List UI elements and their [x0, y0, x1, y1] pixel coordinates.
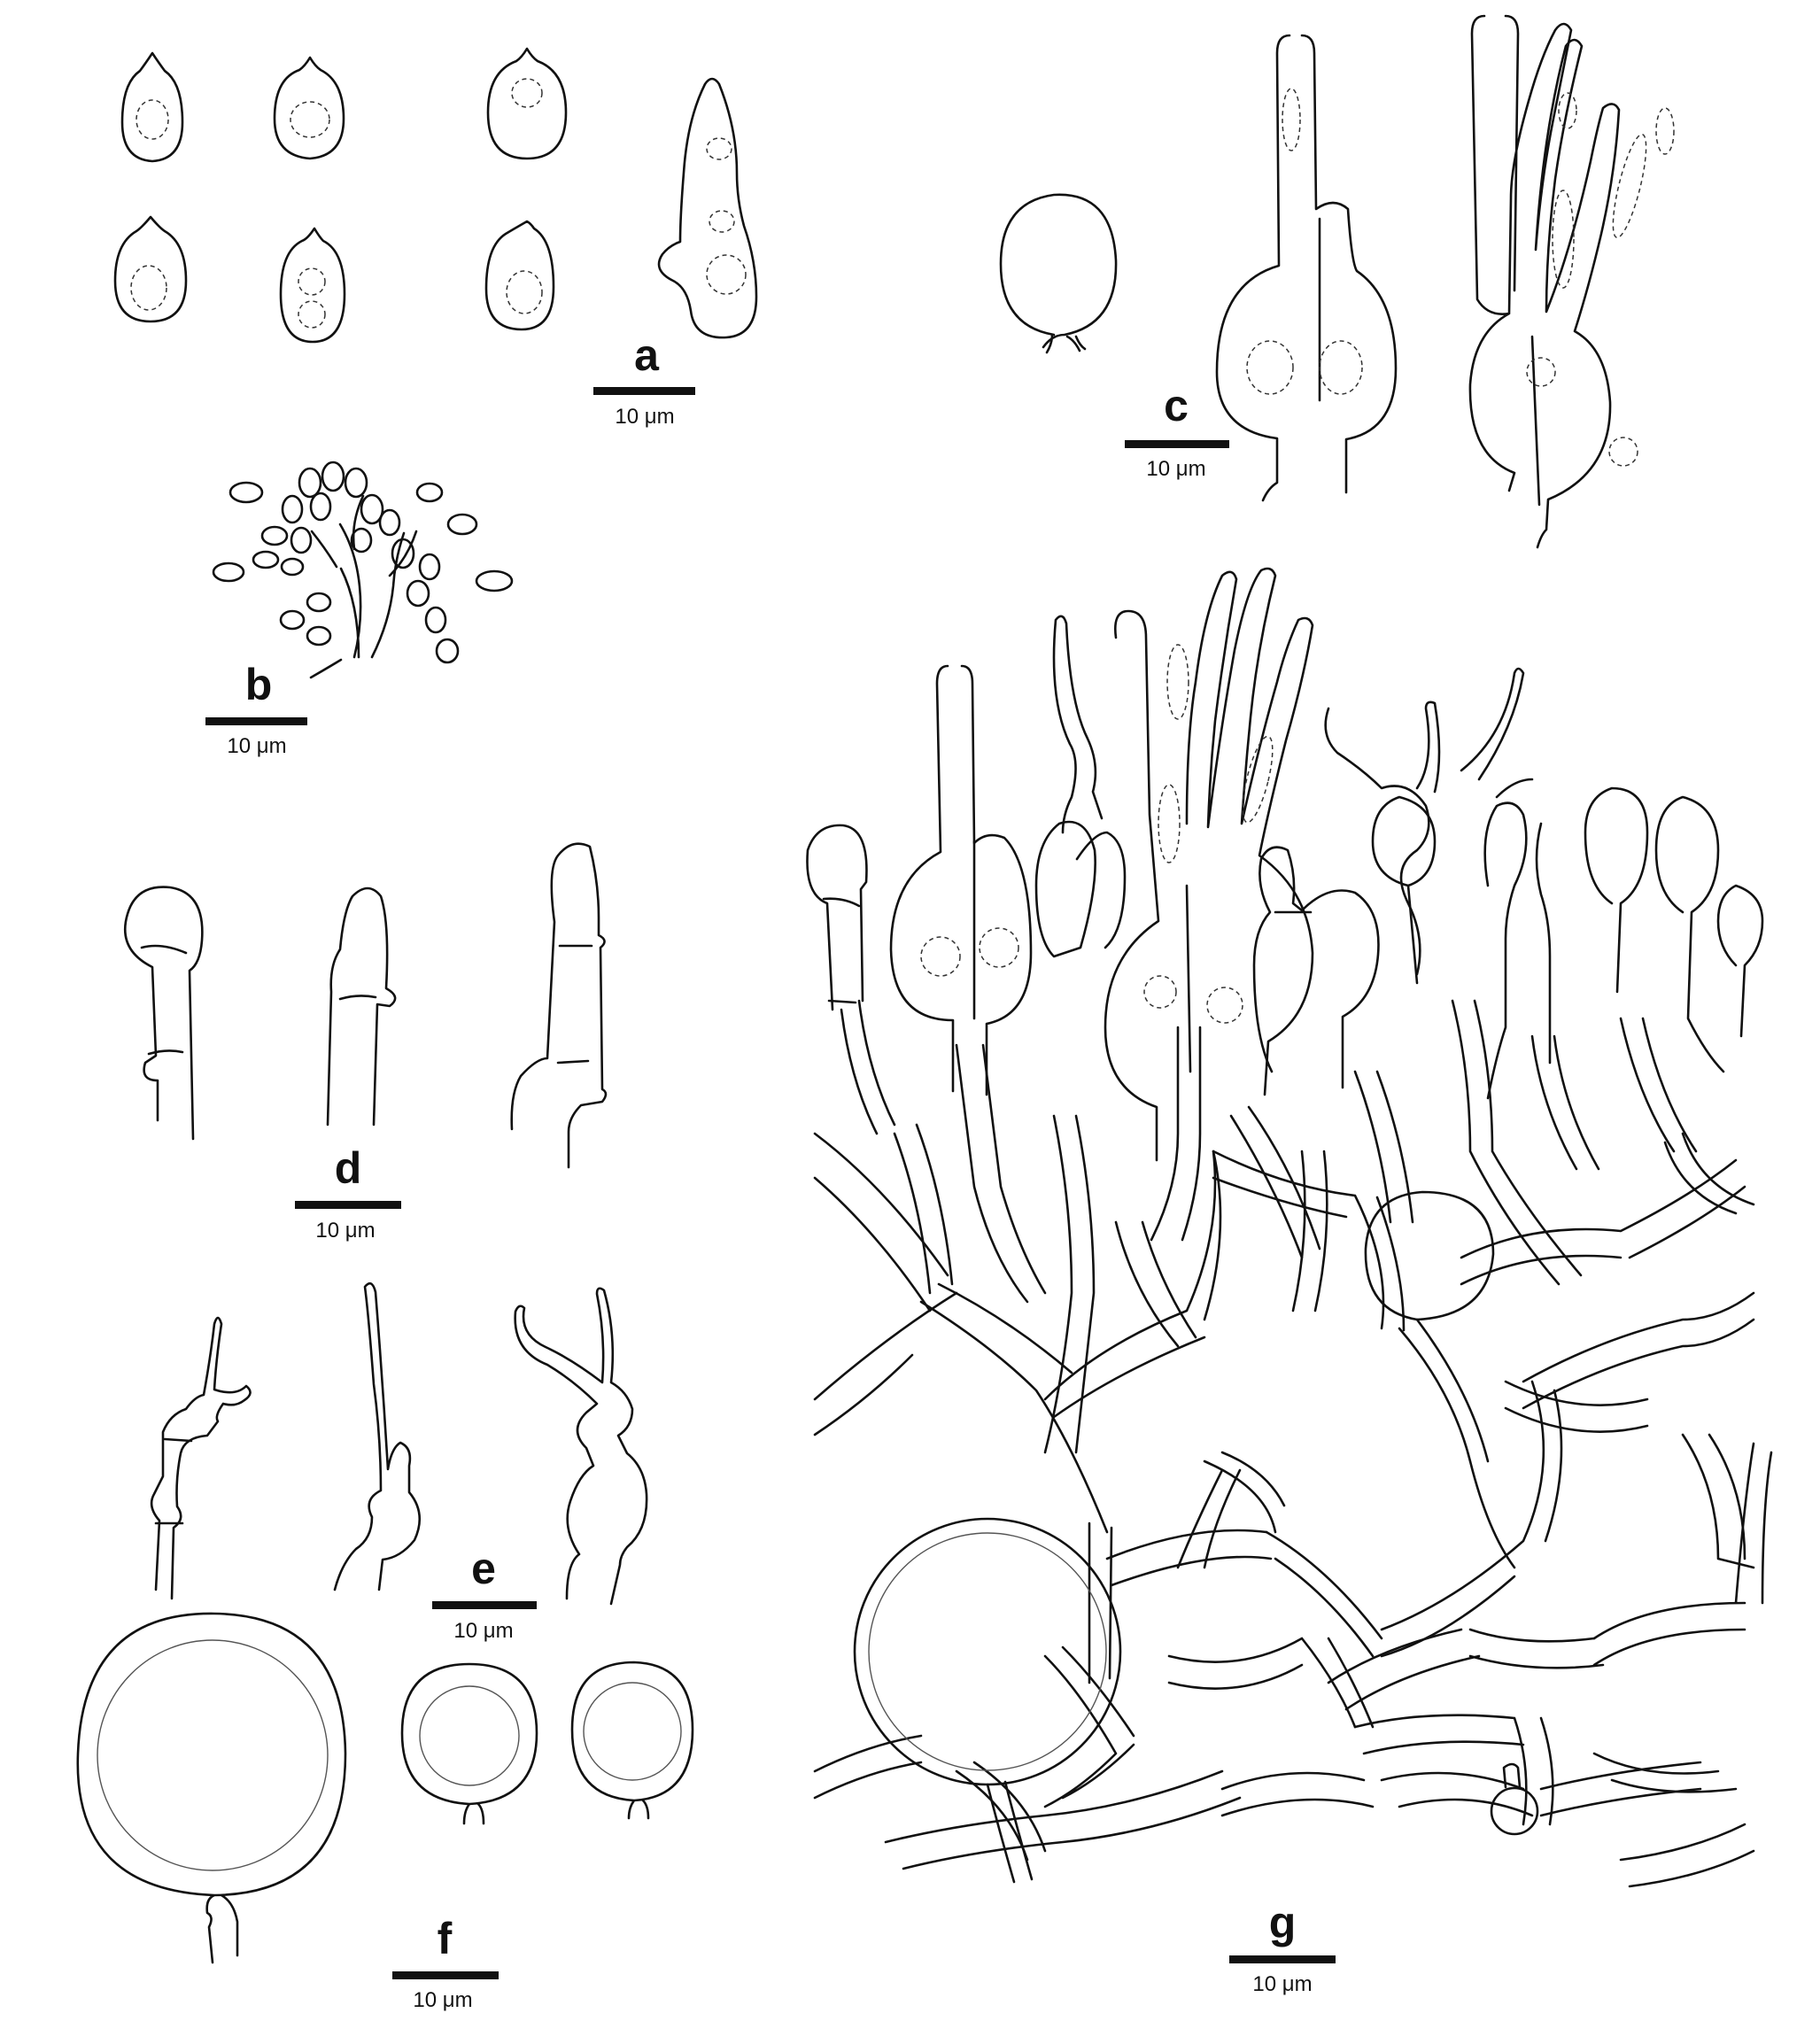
chlamydospore-medium	[400, 1662, 538, 1825]
setula	[333, 1281, 422, 1591]
globose-cell	[1364, 1190, 1495, 1321]
basidium	[1371, 795, 1552, 1100]
setula	[514, 1287, 648, 1606]
spore	[273, 56, 345, 160]
svg-text:10 μm: 10 μm	[315, 1219, 375, 1243]
setula	[1324, 667, 1534, 976]
panel-c-cystidia: c 10 μm	[999, 14, 1675, 549]
svg-text:10 μm: 10 μm	[615, 405, 674, 429]
chlamydospore-small	[570, 1661, 694, 1820]
panel-c-label: c 10 μm	[1125, 381, 1229, 481]
cystidium	[889, 664, 1033, 1096]
svg-text:10 μm: 10 μm	[453, 1619, 513, 1643]
hypha-tip	[326, 887, 397, 1127]
basidium	[806, 824, 868, 1011]
spore	[120, 51, 184, 163]
svg-text:c: c	[1164, 381, 1189, 430]
svg-text:e: e	[471, 1544, 496, 1593]
spore	[279, 227, 346, 344]
panel-b-cluster: b 10 μm	[205, 461, 514, 758]
cystidium-branched	[1104, 567, 1314, 1162]
spore-head	[252, 461, 460, 664]
panel-d-hyphae: d 10 μm	[123, 842, 608, 1243]
svg-text:b: b	[245, 660, 273, 709]
small-cell	[1490, 1762, 1539, 1836]
cystidium	[1215, 34, 1398, 502]
svg-text:10 μm: 10 μm	[227, 734, 286, 758]
panel-g-hymenium: g 10 μm	[806, 567, 1773, 1996]
chlamydospore-large	[76, 1612, 347, 1964]
panel-e-label: e 10 μm	[432, 1544, 537, 1643]
panel-e-hyphae: e 10 μm	[150, 1281, 648, 1643]
svg-text:10 μm: 10 μm	[413, 1988, 472, 2012]
panel-f-label: f 10 μm	[392, 1914, 499, 2012]
panel-g-label: g 10 μm	[1229, 1898, 1336, 1996]
panel-a-spores: a 10 μm	[113, 47, 758, 429]
basidium	[1034, 615, 1127, 958]
loose-spores	[212, 481, 514, 592]
panel-b-label: b 10 μm	[205, 660, 307, 758]
svg-text:f: f	[438, 1914, 453, 1963]
panel-d-label: d 10 μm	[295, 1143, 401, 1243]
panel-a-label: a 10 μm	[593, 330, 695, 429]
hymenial-hyphae	[840, 999, 1755, 1454]
svg-text:10 μm: 10 μm	[1252, 1972, 1312, 1996]
hyphal-network	[813, 1132, 1773, 1888]
svg-text:a: a	[634, 330, 660, 380]
basidiole	[657, 77, 758, 339]
spore	[486, 47, 568, 160]
spore	[113, 215, 188, 323]
spore	[484, 220, 555, 331]
hypha-tip	[510, 842, 608, 1169]
svg-text:d: d	[335, 1143, 362, 1193]
conidiophore	[309, 494, 418, 679]
svg-text:10 μm: 10 μm	[1146, 457, 1205, 481]
chlamydospore	[853, 1517, 1122, 1884]
basidium	[1584, 786, 1764, 1073]
setula	[150, 1316, 252, 1600]
svg-text:g: g	[1269, 1898, 1297, 1947]
hypha-tip	[123, 886, 204, 1141]
globose-cell	[999, 193, 1118, 354]
panel-f-chlamydospores: f 10 μm	[76, 1612, 694, 2012]
basidium	[1252, 846, 1380, 1089]
cystidium-branched	[1468, 14, 1675, 549]
